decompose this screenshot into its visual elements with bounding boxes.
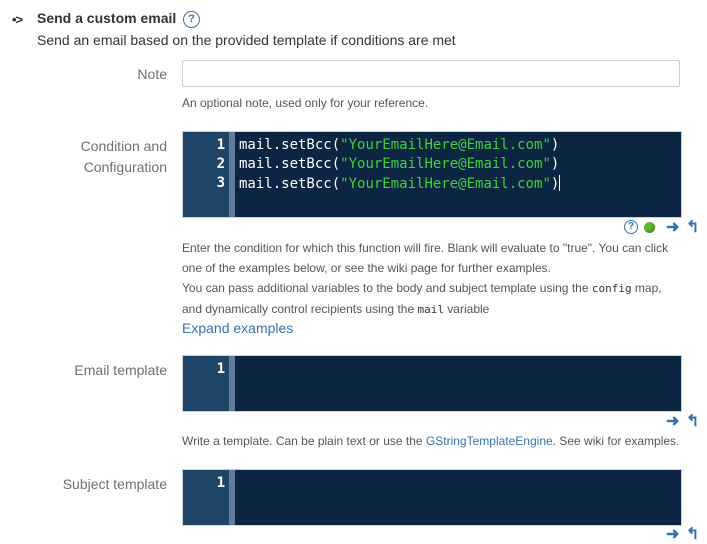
condition-editor-toolbar: ? ➜ ↰	[624, 220, 704, 236]
mail-code: mail	[417, 303, 444, 316]
section-title: Send a custom email	[37, 10, 177, 26]
condition-code-editor[interactable]: 1 2 3 mail.setBcc("YourEmailHere@Email.c…	[182, 131, 682, 218]
code-line[interactable]: mail.setBcc("YourEmailHere@Email.com")	[239, 175, 561, 192]
condition-help-line: and dynamically control recipients using…	[182, 302, 490, 316]
note-label: Note	[137, 66, 167, 82]
line-number-gutter	[183, 356, 229, 411]
gutter-divider	[229, 132, 235, 217]
arrow-right-icon[interactable]: ➜	[666, 526, 680, 543]
arrow-up-left-icon[interactable]: ↰	[686, 219, 700, 236]
email-template-editor[interactable]: 1	[182, 355, 682, 412]
arrow-up-left-icon[interactable]: ↰	[686, 413, 700, 430]
email-template-hint: Write a template. Can be plain text or u…	[182, 434, 680, 448]
line-number-gutter	[183, 132, 229, 217]
line-number: 1	[216, 475, 225, 491]
gutter-divider	[229, 470, 235, 525]
gstring-template-engine-link[interactable]: GStringTemplateEngine	[425, 434, 553, 448]
section-subtitle: Send an email based on the provided temp…	[37, 32, 456, 48]
line-number: 1	[216, 137, 225, 153]
arrow-up-left-icon[interactable]: ↰	[686, 526, 700, 543]
text-cursor	[559, 175, 561, 191]
line-number: 1	[216, 361, 225, 377]
condition-label-line1: Condition and	[80, 138, 167, 154]
line-number-gutter	[183, 470, 229, 525]
subject-template-editor[interactable]: 1	[182, 469, 682, 526]
question-circle-icon[interactable]: ?	[624, 220, 638, 234]
condition-help-text: Enter the condition for which this funct…	[182, 238, 702, 320]
gutter-divider	[229, 356, 235, 411]
question-circle-icon[interactable]: ?	[183, 11, 200, 28]
line-number: 2	[216, 156, 225, 172]
green-status-dot-icon[interactable]	[644, 222, 655, 233]
config-code: config	[591, 282, 632, 295]
email-template-label: Email template	[74, 362, 167, 378]
condition-help-line: Enter the condition for which this funct…	[182, 241, 669, 255]
code-line[interactable]: mail.setBcc("YourEmailHere@Email.com")	[239, 156, 560, 172]
condition-label-line2: Configuration	[83, 159, 167, 175]
note-hint: An optional note, used only for your ref…	[182, 96, 429, 110]
condition-help-line: one of the examples below, or see the wi…	[182, 261, 551, 275]
arrow-right-icon[interactable]: ➜	[666, 219, 680, 236]
subject-template-toolbar: ➜ ↰	[666, 527, 706, 543]
email-template-toolbar: ➜ ↰	[666, 414, 706, 430]
arrow-right-icon[interactable]: ➜	[666, 413, 680, 430]
condition-label: Condition and Configuration	[27, 136, 167, 178]
note-input[interactable]	[182, 60, 680, 87]
subject-template-label: Subject template	[62, 476, 167, 492]
condition-help-line: You can pass additional variables to the…	[182, 281, 662, 295]
code-line[interactable]: mail.setBcc("YourEmailHere@Email.com")	[239, 137, 560, 153]
section-bullet-icon: •>	[12, 12, 23, 27]
line-number: 3	[216, 175, 225, 191]
expand-examples-link[interactable]: Expand examples	[182, 320, 294, 336]
